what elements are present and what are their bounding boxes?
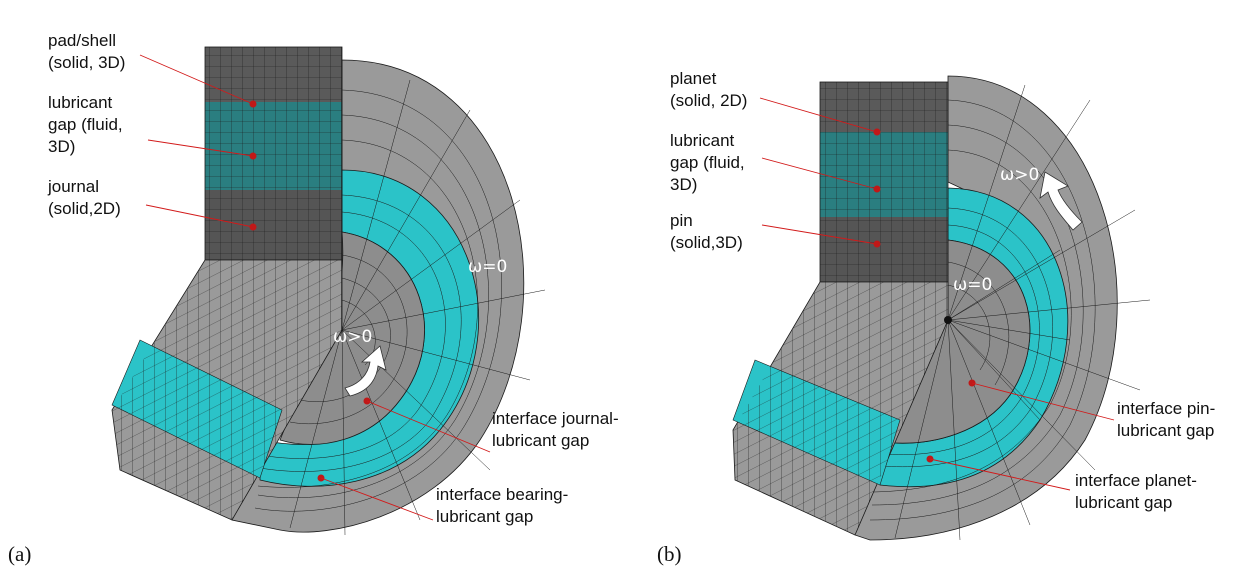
omega-inner-a: ω>0: [333, 327, 372, 347]
omega-outer-a: ω=0: [468, 257, 507, 277]
label-outer-b-2: (solid, 2D): [670, 91, 747, 110]
label-iface-inner-b-1: interface pin-: [1117, 399, 1215, 418]
label-gap-b-1: lubricant: [670, 131, 735, 150]
curved-grid-b: [869, 84, 1151, 541]
inner-pin-b: [881, 239, 1031, 444]
label-iface-outer-a-2: lubricant gap: [436, 507, 533, 526]
rotation-arrow-icon-b: [1039, 171, 1083, 231]
panel-tag-a: (a): [8, 542, 31, 566]
label-gap-b-3: 3D): [670, 175, 697, 194]
label-iface-inner-a-1: interface journal-: [492, 409, 619, 428]
label-inner-b-2: (solid,3D): [670, 233, 743, 252]
labels-b: planet (solid, 2D) lubricant gap (fluid,…: [670, 69, 1215, 512]
mesh-a: [111, 46, 546, 536]
label-gap-b-2: gap (fluid,: [670, 153, 745, 172]
rotation-arrow-icon-a: [344, 345, 387, 397]
labels-a: pad/shell (solid, 3D) lubricant gap (flu…: [47, 31, 619, 526]
label-inner-b-1: pin: [670, 211, 693, 230]
leaders-a: [139, 54, 491, 521]
panel-tag-b: (b): [657, 542, 682, 566]
label-gap-a-2: gap (fluid,: [48, 115, 123, 134]
leaders-b: [759, 97, 1115, 491]
label-iface-outer-a-1: interface bearing-: [436, 485, 568, 504]
label-outer-b-1: planet: [670, 69, 717, 88]
label-inner-a-1: journal: [47, 177, 99, 196]
label-outer-a-1: pad/shell: [48, 31, 116, 50]
label-outer-a-2: (solid, 3D): [48, 53, 125, 72]
panel-a: ω>0 ω=0 pad/shell (solid, 3D) lubricant …: [8, 31, 619, 566]
panel-b: ω=0 ω>0 planet (solid, 2D) lubricant gap…: [657, 69, 1215, 566]
label-iface-outer-b-1: interface planet-: [1075, 471, 1197, 490]
label-gap-a-1: lubricant: [48, 93, 113, 112]
label-iface-inner-b-2: lubricant gap: [1117, 421, 1214, 440]
omega-inner-b: ω=0: [953, 275, 992, 295]
omega-outer-b: ω>0: [1000, 165, 1039, 185]
label-gap-a-3: 3D): [48, 137, 75, 156]
label-iface-inner-a-2: lubricant gap: [492, 431, 589, 450]
label-iface-outer-b-2: lubricant gap: [1075, 493, 1172, 512]
label-inner-a-2: (solid,2D): [48, 199, 121, 218]
